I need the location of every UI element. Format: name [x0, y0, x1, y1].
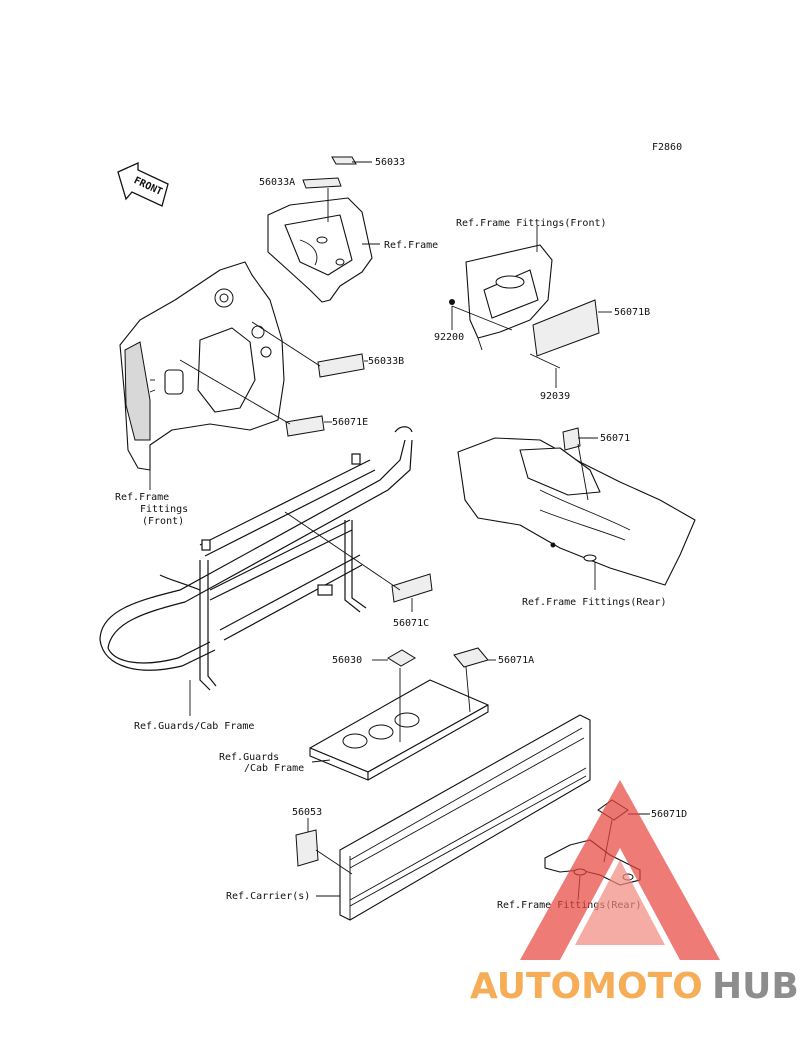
- label-ref-frame-fittings-front-left-3: (Front): [142, 516, 184, 527]
- decal-56071C: [391, 573, 433, 603]
- watermark-logo: [520, 780, 720, 960]
- label-56071E: 56071E: [332, 417, 368, 428]
- watermark-text: AUTOMOTO HUB: [470, 966, 799, 1007]
- label-56071D: 56071D: [651, 809, 687, 820]
- carrier-panel: [339, 714, 591, 921]
- decal-56071B: [532, 299, 600, 357]
- label-56071A: 56071A: [498, 655, 534, 666]
- frame-fittings-rear-cover: [457, 427, 696, 586]
- label-56071C: 56071C: [393, 618, 429, 629]
- label-ref-carriers: Ref.Carrier(s): [226, 891, 310, 902]
- label-92039: 92039: [540, 391, 570, 402]
- label-56071B: 56071B: [614, 307, 650, 318]
- decal-56033A: [302, 177, 342, 189]
- watermark-text-b: HUB: [712, 966, 799, 1007]
- label-56053: 56053: [292, 807, 322, 818]
- decal-56071E: [285, 415, 325, 437]
- top-bracket-part: [267, 156, 373, 303]
- floor-panel: [309, 679, 489, 781]
- frame-fittings-front-panel: [449, 244, 600, 369]
- label-56033B: 56033B: [368, 356, 404, 367]
- decal-56071A: [453, 647, 489, 668]
- label-ref-frame-fittings-front-left-1: Ref.Frame: [115, 492, 169, 503]
- label-ref-guards-cab-frame-2b: /Cab Frame: [244, 763, 304, 774]
- guards-cab-frame: [99, 426, 413, 691]
- watermark-text-a: AUTOMOTO: [470, 966, 703, 1007]
- label-ref-frame-fittings-front-left-2: Fittings: [140, 504, 188, 515]
- decal-56053: [295, 829, 319, 867]
- label-56030: 56030: [332, 655, 362, 666]
- label-56033A: 56033A: [259, 177, 295, 188]
- decal-56030: [387, 649, 416, 667]
- frame-fittings-front-left: [119, 261, 285, 471]
- label-ref-guards-cab-frame: Ref.Guards/Cab Frame: [134, 721, 254, 732]
- decal-56033B: [317, 353, 365, 378]
- label-56033: 56033: [375, 157, 405, 168]
- label-ref-frame: Ref.Frame: [384, 240, 438, 251]
- label-ref-frame-fittings-rear-mid: Ref.Frame Fittings(Rear): [522, 597, 667, 608]
- label-92200: 92200: [434, 332, 464, 343]
- label-56071: 56071: [600, 433, 630, 444]
- front-arrow-icon: FRONT: [117, 161, 169, 207]
- label-ref-frame-fittings-front-top: Ref.Frame Fittings(Front): [456, 218, 607, 229]
- decal-56033: [331, 156, 357, 165]
- label-ref-guards-cab-frame-2a: Ref.Guards: [219, 752, 279, 763]
- diagram-code: F2860: [652, 142, 682, 153]
- decal-56071: [562, 427, 581, 451]
- watermark-triangle-icon: [520, 780, 720, 960]
